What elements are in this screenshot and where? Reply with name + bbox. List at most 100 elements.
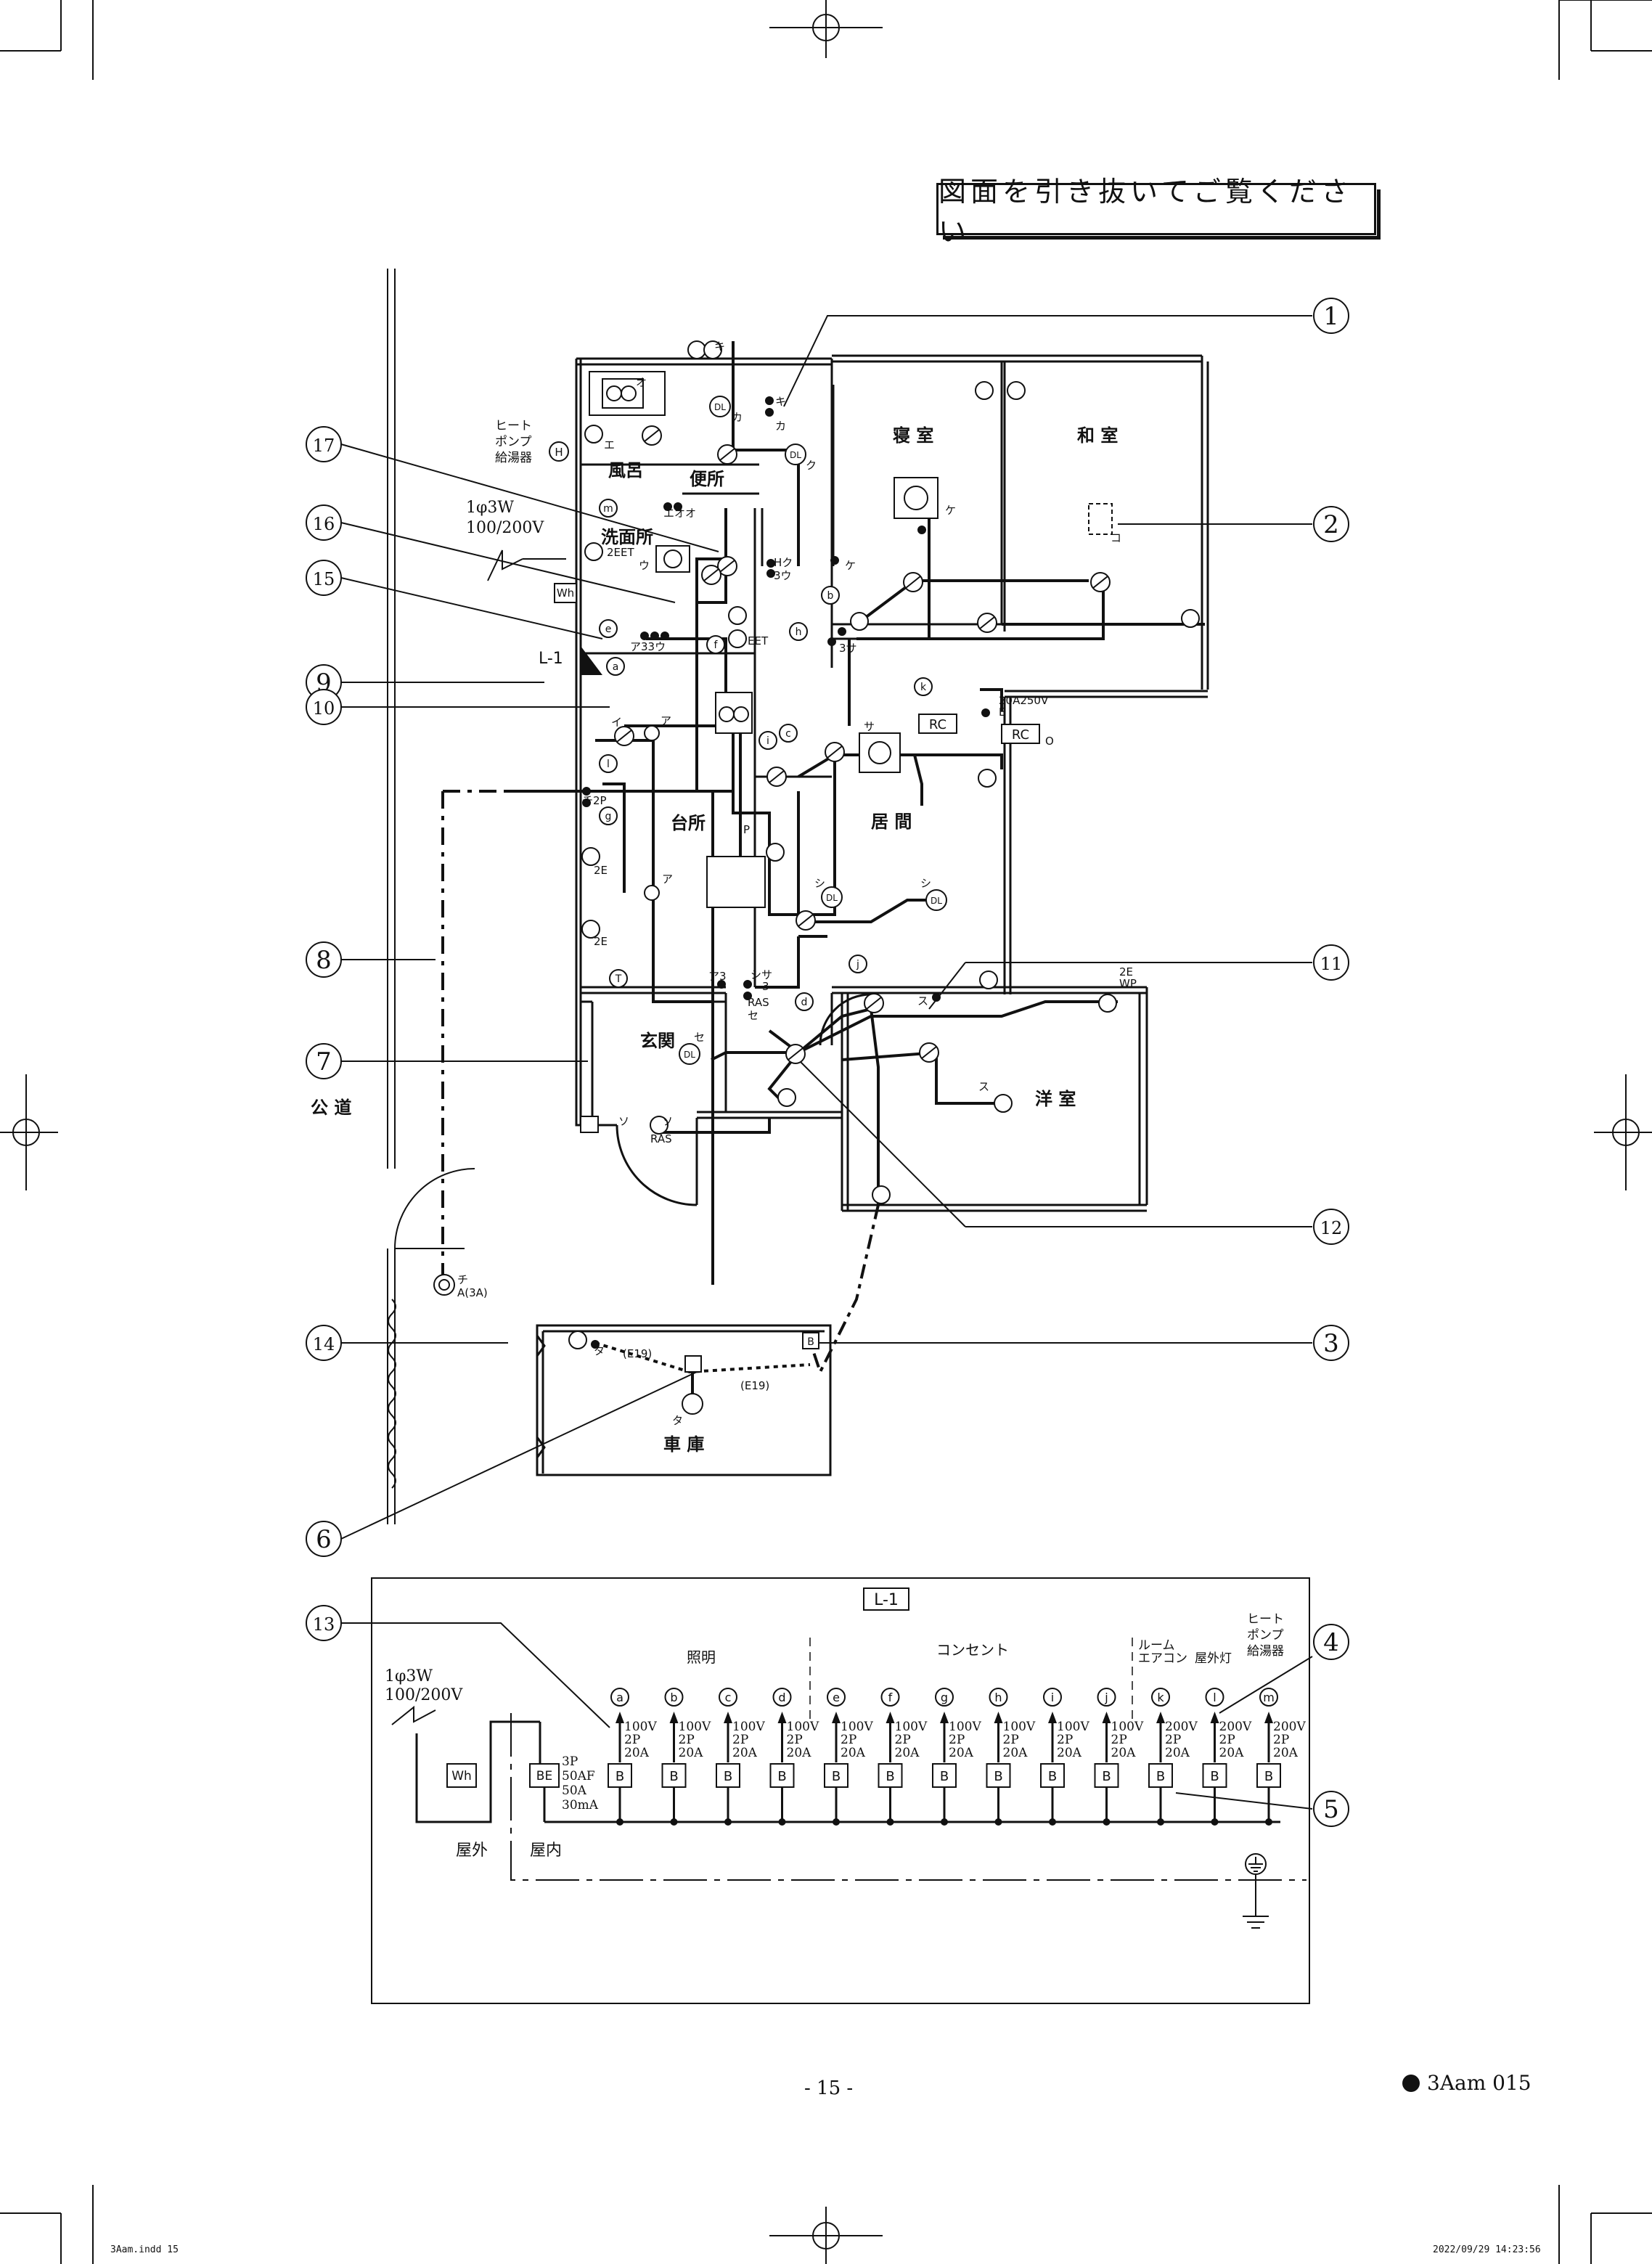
circuit-poles: 2P xyxy=(1273,1733,1289,1747)
lbl-so2: ソ xyxy=(662,1115,673,1128)
breaker-box xyxy=(716,1763,740,1788)
circuit-poles: 2P xyxy=(895,1733,911,1747)
lbl-ta2: タ xyxy=(672,1414,683,1427)
lbl-shi2: シ xyxy=(920,877,931,890)
circuit-id-circle xyxy=(1259,1688,1278,1707)
room-toilet: 便所 xyxy=(690,469,724,489)
switches xyxy=(582,396,990,1349)
panel-wh: Wh xyxy=(451,1769,472,1783)
circuit-amps: 20A xyxy=(841,1746,866,1760)
circuit-voltage: 200V xyxy=(1165,1720,1198,1734)
plan-id-b: b xyxy=(827,590,834,602)
panel-supply-voltage: 100/200V xyxy=(385,1686,463,1704)
circuit-arrow xyxy=(1048,1712,1057,1723)
circuit-id-circle xyxy=(935,1688,954,1707)
lbl-2eet: 2EET xyxy=(607,546,634,559)
circuit-voltage: 200V xyxy=(1273,1720,1306,1734)
lbl-i: イ xyxy=(611,716,622,729)
callout-11: 11 xyxy=(1320,954,1343,974)
lbl-ka: カ xyxy=(732,411,743,424)
plan-id-a: a xyxy=(613,661,619,673)
breaker-label: B xyxy=(994,1769,1002,1784)
dl-4: DL xyxy=(931,896,942,906)
circuit-id-label: e xyxy=(833,1691,840,1704)
lbl-sa: サ xyxy=(864,720,875,733)
circuit-amps: 20A xyxy=(787,1746,812,1760)
house-walls xyxy=(575,354,1209,1212)
lbl-20a250v: 20A250V xyxy=(999,694,1049,707)
lbl-o: オ xyxy=(636,376,647,389)
lbl-3u: 3ウ xyxy=(774,569,792,582)
bus-junction xyxy=(1049,1818,1056,1826)
circuit-arrow xyxy=(669,1712,679,1723)
panel-indoor: 屋内 xyxy=(530,1842,562,1860)
footer-file: 3Aam.indd 15 xyxy=(110,2244,179,2255)
circuit-id-label: m xyxy=(1263,1691,1275,1704)
breaker-box xyxy=(824,1763,849,1788)
circuit-poles: 2P xyxy=(732,1733,748,1747)
lbl-e-outlet: E xyxy=(999,706,1005,719)
breaker-label: B xyxy=(832,1769,841,1784)
bus-junction xyxy=(886,1818,894,1826)
lbl-ras1: RAS xyxy=(748,996,769,1009)
panel-title: L-1 xyxy=(874,1591,899,1609)
rc-2: RC xyxy=(1012,727,1029,743)
page-number: - 15 - xyxy=(804,2077,854,2099)
callout-8: 8 xyxy=(316,946,332,975)
lbl-se2: セ xyxy=(694,1031,705,1044)
panel-ground xyxy=(1243,1853,1269,1929)
equipment xyxy=(433,340,1113,1415)
lbl-su: ス xyxy=(917,994,928,1008)
dl-5: DL xyxy=(684,1050,695,1060)
plan-wh-meter: Wh xyxy=(557,587,574,600)
plan-id-e: e xyxy=(605,624,612,635)
dl-3: DL xyxy=(826,893,838,903)
circuit-id-label: a xyxy=(616,1691,623,1704)
lbl-2e-b: 2E xyxy=(594,935,608,948)
circuit-voltage: 100V xyxy=(895,1720,928,1734)
circuit-id-label: d xyxy=(778,1691,785,1704)
callout-13: 13 xyxy=(313,1614,335,1635)
circuit-arrow xyxy=(832,1712,841,1723)
bus-junction xyxy=(941,1818,948,1826)
bus-junction xyxy=(1103,1818,1111,1826)
lbl-ke2: ケ xyxy=(945,504,956,517)
breaker-label: B xyxy=(1102,1769,1111,1784)
lbl-a33u: ア33ウ xyxy=(630,640,666,653)
circuit-poles: 2P xyxy=(1111,1733,1127,1747)
bus-junction xyxy=(778,1818,786,1826)
plan-circuit-ids xyxy=(599,499,933,1011)
lbl-ku: ク xyxy=(806,459,817,472)
lbl-chi2p: チ2P xyxy=(582,794,607,807)
be-spec-4: 30mA xyxy=(562,1798,599,1813)
group-aircon-1: ルーム xyxy=(1138,1638,1175,1653)
room-kitchen: 台所 xyxy=(671,813,706,833)
circuit-id-label: g xyxy=(941,1691,948,1704)
lbl-ta: タ xyxy=(594,1344,605,1357)
road-label: 公 道 xyxy=(311,1098,351,1118)
plan-id-f: f xyxy=(714,639,719,651)
breaker-label: B xyxy=(1210,1769,1219,1784)
circuit-arrow xyxy=(940,1712,949,1723)
lbl-e: エ xyxy=(604,438,615,451)
circuit-poles: 2P xyxy=(949,1733,965,1747)
room-washitsu: 和 室 xyxy=(1077,425,1118,446)
code-bullet xyxy=(1402,2074,1420,2092)
room-bedroom: 寝 室 xyxy=(893,425,933,446)
document-code: 3Aam 015 xyxy=(1402,2071,1532,2095)
circuit-id-circle xyxy=(772,1688,792,1707)
plan-supply-phase: 1φ3W xyxy=(466,499,514,517)
timer-switch-t: T xyxy=(615,973,622,985)
plan-id-m: m xyxy=(603,503,613,515)
circuit-poles: 2P xyxy=(841,1733,856,1747)
breaker-label: B xyxy=(1264,1769,1273,1784)
callout-2: 2 xyxy=(1323,510,1339,539)
circuit-amps: 20A xyxy=(1219,1746,1245,1760)
lbl-rc-o: O xyxy=(1045,735,1054,748)
